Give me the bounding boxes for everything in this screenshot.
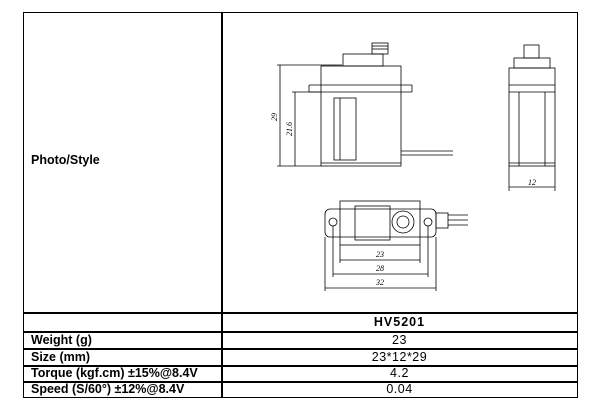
- servo-front-body: [320, 65, 402, 167]
- column-divider: [221, 13, 223, 397]
- servo-side-spline: [523, 44, 540, 59]
- servo-front-top: [342, 53, 384, 67]
- spec-label-weight: Weight (g): [31, 333, 92, 347]
- dim-overall-label: 32: [375, 278, 384, 287]
- spec-label-size: Size (mm): [31, 350, 91, 364]
- row-divider: [24, 365, 577, 367]
- dim-mid-label: 28: [376, 264, 384, 273]
- mount-hole-right: [423, 217, 433, 227]
- servo-output-gear: [391, 210, 415, 234]
- servo-top-body: [324, 208, 437, 238]
- mount-hole-left: [328, 217, 338, 227]
- dim-body-height-label: 21.6: [285, 122, 294, 136]
- spec-label-speed: Speed (S/60°) ±12%@8.4V: [31, 382, 185, 396]
- dim-inner-label: 23: [376, 250, 384, 259]
- photo-style-label: Photo/Style: [31, 153, 100, 167]
- servo-output-spline: [371, 42, 389, 55]
- dim-height-label: 29: [270, 113, 279, 121]
- spec-value-weight: 23: [392, 333, 407, 347]
- servo-technical-drawing: 29 21.6 12: [270, 42, 556, 291]
- row-divider: [24, 312, 577, 314]
- servo-top-case: [339, 200, 421, 246]
- spec-table: Photo/Style 29 21.6: [23, 12, 578, 398]
- spec-label-torque: Torque (kgf.cm) ±15%@8.4V: [31, 366, 198, 380]
- servo-side-body: [508, 67, 556, 167]
- row-divider: [24, 331, 577, 333]
- spec-value-torque: 4.2: [390, 366, 409, 380]
- spec-value-size: 23*12*29: [371, 350, 428, 364]
- model-name: HV5201: [373, 315, 426, 329]
- dim-width-label: 12: [528, 178, 536, 187]
- spec-value-speed: 0.04: [386, 382, 413, 396]
- row-divider: [24, 348, 577, 350]
- row-divider: [24, 381, 577, 383]
- servo-label-plate: [333, 97, 357, 161]
